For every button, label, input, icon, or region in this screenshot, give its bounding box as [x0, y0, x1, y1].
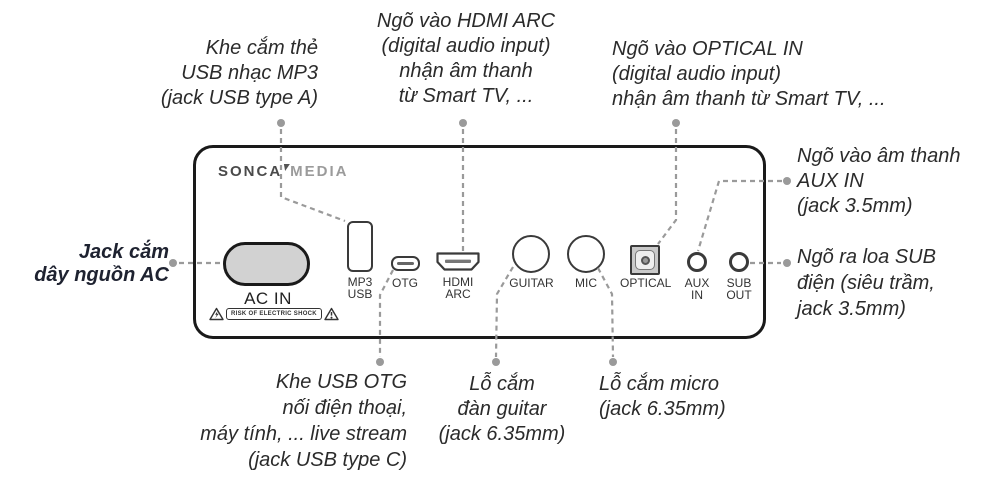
callout-dot-optical-in — [672, 119, 680, 127]
lightning-triangle-icon — [209, 307, 224, 321]
otg-port — [391, 256, 420, 271]
callout-mic: Lỗ cắm micro (jack 6.35mm) — [599, 373, 726, 420]
hdmi-arc-port — [436, 252, 480, 271]
otg-port-pin — [397, 261, 414, 266]
ac-in-label: AC IN — [244, 289, 292, 308]
callout-dot-hdmi-arc — [459, 119, 467, 127]
aux-in-port-label: AUX IN — [684, 276, 710, 302]
callout-dot-mic — [609, 358, 617, 366]
callout-usb-otg: Khe USB OTG nối điện thoại, máy tính, ..… — [200, 371, 407, 471]
callout-sub-out: Ngõ ra loa SUB điện (siêu trầm, jack 3.5… — [797, 246, 936, 320]
callout-dot-ac-power — [169, 259, 177, 267]
callout-dot-aux-in — [783, 177, 791, 185]
brand-logo-media: MEDIA — [290, 163, 349, 180]
optical-port-door — [635, 250, 655, 270]
callout-guitar: Lỗ cắm đàn guitar (jack 6.35mm) — [438, 373, 566, 445]
callout-usb-mp3: Khe cắm thẻ USB nhạc MP3 (jack USB type … — [160, 37, 318, 109]
electric-shock-warning: RISK OF ELECTRIC SHOCK — [209, 307, 339, 321]
callout-dot-usb-otg — [376, 358, 384, 366]
guitar-port-label: GUITAR — [509, 276, 554, 290]
callout-dot-sub-out — [783, 259, 791, 267]
brand-logo-sonca: SONCA — [218, 163, 283, 180]
hdmi-arc-port-label: HDMI ARC — [442, 275, 474, 301]
mic-jack-port — [567, 235, 605, 273]
callout-dot-guitar — [492, 358, 500, 366]
sub-out-port — [729, 252, 749, 272]
mp3-usb-port-label: MP3 USB — [347, 275, 373, 301]
mic-port-label: MIC — [575, 276, 597, 290]
logo-mark-icon — [282, 164, 291, 171]
ac-in-port — [223, 242, 310, 286]
callout-optical-in: Ngõ vào OPTICAL IN (digital audio input)… — [612, 38, 886, 110]
optical-port-lens — [640, 255, 650, 265]
callout-aux-in: Ngõ vào âm thanh AUX IN (jack 3.5mm) — [797, 145, 961, 217]
callout-ac-power: Jack cắm dây nguồn AC — [34, 241, 169, 286]
guitar-jack-port — [512, 235, 550, 273]
exclamation-triangle-icon — [324, 307, 339, 321]
brand-logo: SONCA MEDIA — [218, 163, 349, 180]
optical-port-label: OPTICAL — [620, 276, 672, 290]
otg-port-label: OTG — [392, 276, 418, 290]
sub-out-port-label: SUB OUT — [726, 276, 752, 302]
warning-text: RISK OF ELECTRIC SHOCK — [226, 308, 322, 320]
mp3-usb-port — [347, 221, 373, 272]
aux-in-port — [687, 252, 707, 272]
callout-dot-usb-mp3 — [277, 119, 285, 127]
callout-hdmi-arc: Ngõ vào HDMI ARC (digital audio input) n… — [376, 10, 556, 107]
optical-in-port — [630, 245, 660, 275]
